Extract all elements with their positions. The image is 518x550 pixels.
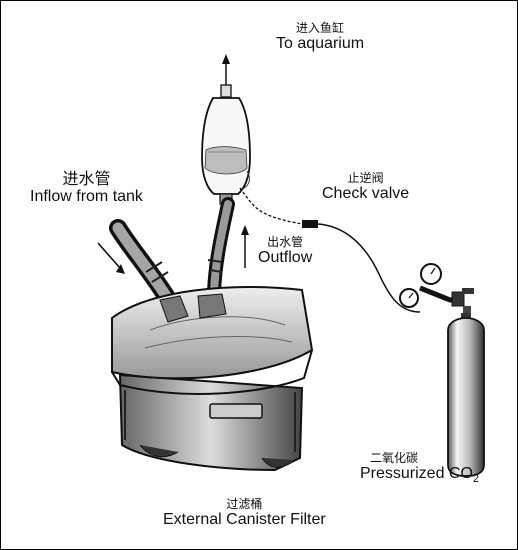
inflow-label: 进水管 Inflow from tank (30, 170, 143, 205)
outflow-hose (207, 197, 235, 300)
to-aquarium-zh: 进入鱼缸 (296, 21, 345, 35)
co2-subscript: 2 (472, 473, 480, 486)
outflow-label: 出水管 Outflow (258, 235, 313, 267)
co2-tubing (239, 187, 421, 313)
co2-regulator (399, 263, 474, 316)
co2-zh: 二氧化碳 (370, 451, 419, 465)
check-valve-zh: 止逆阀 (347, 171, 384, 185)
outflow-zh: 出水管 (267, 235, 304, 249)
co2-en: Pressurized CO (360, 465, 473, 483)
co2-reactor (201, 84, 251, 205)
outflow-arrow (241, 225, 249, 268)
canister-filter (111, 286, 314, 472)
to-aquarium-arrow (222, 54, 230, 85)
co2-cylinder (447, 313, 485, 477)
to-aquarium-en: To aquarium (276, 35, 365, 53)
co2-label: 二氧化碳 Pressurized CO2 (360, 451, 480, 486)
inflow-hose (109, 219, 175, 305)
inflow-en: Inflow from tank (30, 187, 143, 205)
check-valve-label: 止逆阀 Check valve (322, 171, 410, 203)
filter-en: External Canister Filter (163, 511, 326, 529)
inflow-arrow (97, 242, 125, 274)
inflow-zh: 进水管 (62, 169, 111, 188)
filter-handle (209, 403, 263, 419)
to-aquarium-label: 进入鱼缸 To aquarium (276, 21, 365, 53)
check-valve-body (302, 220, 318, 228)
filter-zh: 过滤桶 (226, 497, 263, 511)
check-valve-en: Check valve (322, 185, 410, 203)
outflow-en: Outflow (258, 249, 313, 267)
filter-label: 过滤桶 External Canister Filter (163, 497, 326, 529)
